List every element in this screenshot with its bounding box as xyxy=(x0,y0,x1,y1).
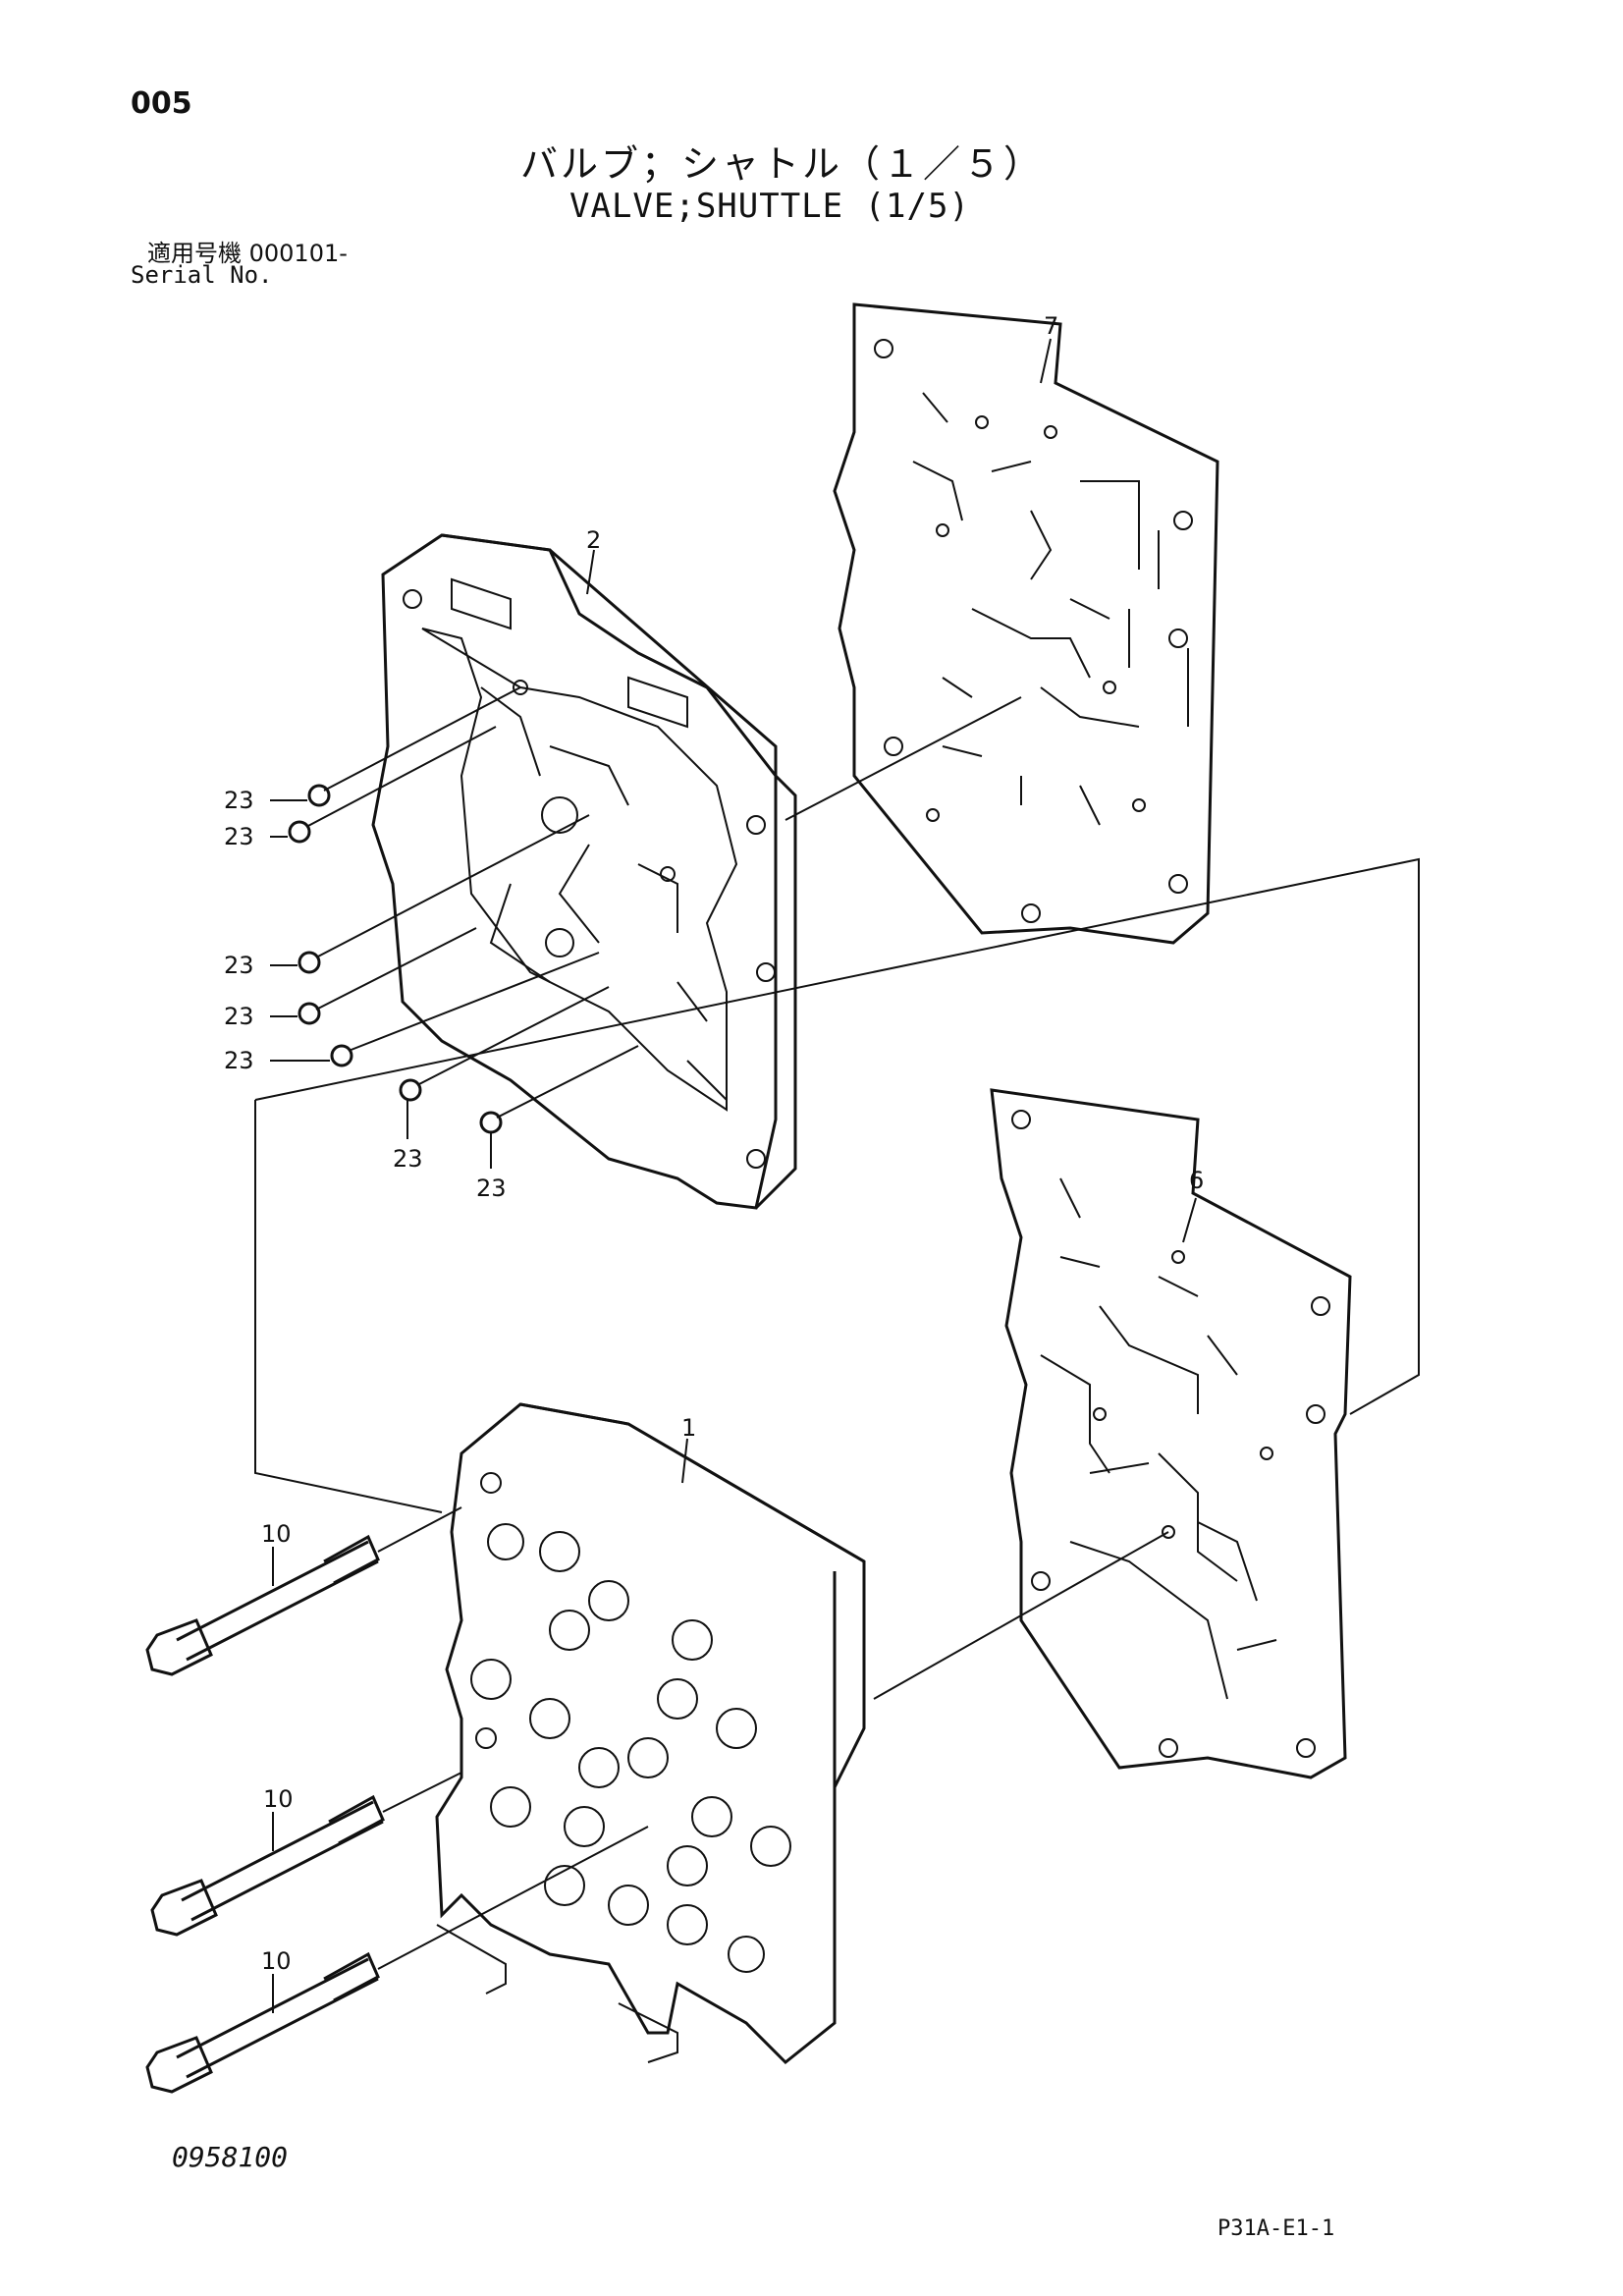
callout-10-lower: 10 xyxy=(261,1947,292,1975)
callout-23-d: 23 xyxy=(224,1003,254,1030)
callout-labels: 7 2 6 1 10 10 10 23 23 23 23 23 23 23 xyxy=(224,312,1204,1975)
callout-10-middle: 10 xyxy=(263,1785,294,1813)
drawing-number: 0958100 xyxy=(172,2141,289,2173)
callout-1: 1 xyxy=(681,1414,696,1442)
callout-10-upper: 10 xyxy=(261,1520,292,1548)
valve-ports xyxy=(470,1523,791,1973)
callout-2: 2 xyxy=(586,526,601,554)
bolt-middle xyxy=(150,1794,385,1937)
callout-23-c: 23 xyxy=(224,952,254,979)
callout-6: 6 xyxy=(1189,1167,1204,1194)
part-10-bolts-illustration xyxy=(145,1534,385,2094)
assembly-lines xyxy=(254,338,1420,2013)
part-2-shuttle-block-illustration xyxy=(371,533,797,1210)
part-1-valve-body-illustration xyxy=(435,1402,866,2065)
part-6-plate-illustration xyxy=(990,1088,1352,1779)
callout-23-e: 23 xyxy=(224,1047,254,1074)
serial-label-japanese: 適用号機 000101- xyxy=(147,240,348,267)
bolt-lower xyxy=(145,1951,380,2094)
part-23-orifices-illustration xyxy=(288,784,503,1134)
callout-23-g: 23 xyxy=(476,1175,507,1202)
callout-23-b: 23 xyxy=(224,823,254,850)
serial-label-english: Serial No. xyxy=(131,261,273,289)
page-code: 005 xyxy=(131,86,192,121)
callout-23-f: 23 xyxy=(393,1145,423,1173)
page-reference: P31A-E1-1 xyxy=(1217,2216,1335,2241)
part-7-plate-illustration xyxy=(833,302,1219,945)
title-japanese: バルブ；シャトル（１／５） xyxy=(520,142,1045,186)
callout-7: 7 xyxy=(1044,312,1058,340)
title-english: VALVE;SHUTTLE (1/5) xyxy=(569,187,970,226)
bolt-upper xyxy=(145,1534,380,1676)
callout-23-a: 23 xyxy=(224,787,254,814)
